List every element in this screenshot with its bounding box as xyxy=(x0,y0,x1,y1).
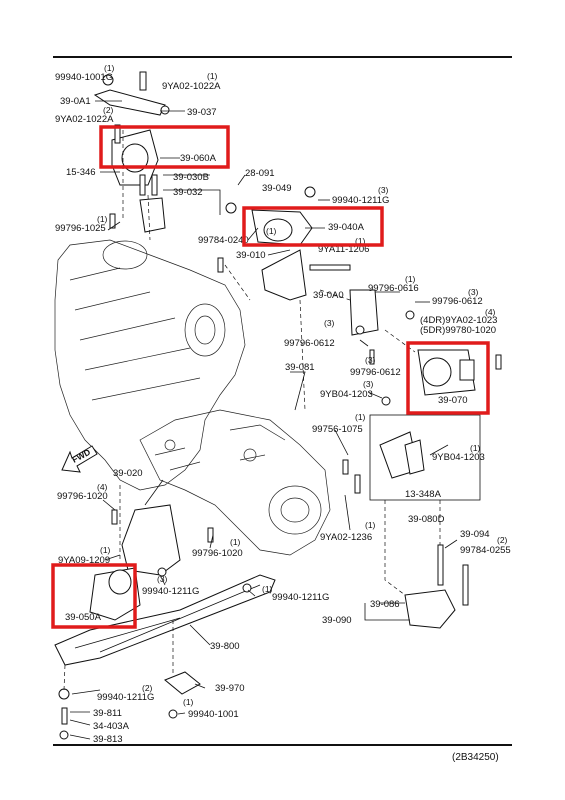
label-qty: (3) xyxy=(324,318,335,328)
lower-left-mount-drawing xyxy=(89,504,181,621)
label-qty: (1) xyxy=(470,443,481,453)
bracket-39-090-drawing xyxy=(404,544,469,629)
label-part-number: 99796-0616 xyxy=(368,283,419,294)
label-part-number: 39-049 xyxy=(262,183,292,194)
label-part-number: 99796-0612 xyxy=(284,338,335,349)
label-part-number: 39-811 xyxy=(93,708,122,719)
label-qty: (1) xyxy=(97,214,108,224)
label-qty: (1) xyxy=(365,520,376,530)
label-part-number: 39-010 xyxy=(236,250,266,261)
label-qty: (1) xyxy=(230,537,241,547)
label-part-number: 9YB04-1203 xyxy=(320,389,373,400)
label-part-number: 13-348A xyxy=(405,489,442,500)
label-qty: (3) xyxy=(363,379,374,389)
label-qty: (3) xyxy=(157,574,168,584)
label-qty: (1) xyxy=(207,71,218,81)
label-part-number: 99940-1211G xyxy=(97,692,154,703)
label-part-number: 99940-1211G xyxy=(142,586,199,597)
right-upper-mount-drawing xyxy=(251,186,379,336)
label-part-number: 39-094 xyxy=(460,529,490,540)
highlight-box-39-040A xyxy=(242,206,384,247)
label-qty: (2) xyxy=(142,683,153,693)
label-qty: (1) xyxy=(100,545,111,555)
label-part-number: 99796-1020 xyxy=(192,548,243,559)
label-qty: (3) xyxy=(468,287,479,297)
label-part-number: 39-037 xyxy=(187,107,217,118)
label-part-number: 39-081 xyxy=(285,362,315,373)
label-qty: (3) xyxy=(378,185,389,195)
label-part-number: (4DR)9YA02-1023 xyxy=(420,315,497,326)
label-part-number: 99940-1211G xyxy=(332,195,389,206)
leader-lines xyxy=(69,100,458,740)
label-qty: (1) xyxy=(262,584,273,594)
bracket-39-080D-box xyxy=(369,414,481,501)
label-part-number: 39-800 xyxy=(210,641,240,652)
label-part-number: 9YA02-1022A xyxy=(55,114,114,125)
label-part-number: 9YA02-1236 xyxy=(320,532,372,543)
highlight-box-39-050A xyxy=(51,563,137,629)
label-part-number: 28-091 xyxy=(245,168,275,179)
engine-block-drawing xyxy=(54,239,331,556)
label-qty: (4) xyxy=(97,482,108,492)
label-part-number: 15-346 xyxy=(66,167,96,178)
fasteners xyxy=(58,213,502,740)
label-part-number-highlighted: 39-050A xyxy=(65,612,102,623)
label-part-number: 99940-1211G xyxy=(272,592,329,603)
label-part-number: 39-0A1 xyxy=(60,96,91,107)
label-qty: (2) xyxy=(103,105,114,115)
label-qty: (1) xyxy=(405,274,416,284)
highlight-boxes xyxy=(51,125,490,629)
label-part-number: 9YA09-1209 xyxy=(58,555,110,566)
diagram-reference-code: (2B34250) xyxy=(452,752,499,763)
label-qty: (1) xyxy=(183,697,194,707)
label-part-number-highlighted: 39-070 xyxy=(438,395,468,406)
label-part-number: 99796-1025 xyxy=(55,223,106,234)
label-qty: (3) xyxy=(365,355,376,365)
label-part-number: 99940-1001G xyxy=(55,72,113,83)
label-part-number: 39-030B xyxy=(173,172,209,183)
part-labels: (1) 99940-1001G (1) 9YA02-1022A 39-0A1 3… xyxy=(55,63,511,763)
label-part-number-highlighted: 39-060A xyxy=(180,153,217,164)
label-qty: (1) xyxy=(355,236,366,246)
label-part-number: 34-403A xyxy=(93,721,130,732)
label-part-number: 9YA11-1206 xyxy=(318,244,369,255)
label-part-number: 39-0A0 xyxy=(313,290,344,301)
upper-left-mount-drawing xyxy=(93,71,237,233)
label-part-number: 99784-0240 xyxy=(198,235,249,246)
label-part-number: 99940-1001 xyxy=(188,709,239,720)
label-part-number: 9YB04-1203 xyxy=(432,452,485,463)
label-part-number: 39-086 xyxy=(370,599,400,610)
label-qty: (4) xyxy=(485,307,496,317)
assembly-dashed-lines xyxy=(63,130,441,691)
highlight-box-39-070 xyxy=(406,341,490,415)
label-part-number: 9YA02-1022A xyxy=(162,81,221,92)
crossmember-39-800-drawing xyxy=(54,574,276,695)
label-part-number: 99796-0612 xyxy=(432,296,483,307)
fwd-arrow-icon: FWD xyxy=(61,445,98,473)
label-qty: (1) xyxy=(266,226,277,236)
bracket-39-080D-drawing xyxy=(379,431,425,479)
label-part-number: 99784-0255 xyxy=(460,545,511,556)
label-qty: (1) xyxy=(355,412,366,422)
highlight-box-39-060A xyxy=(99,125,230,169)
label-part-number: 39-080D xyxy=(408,514,445,525)
label-part-number: 39-032 xyxy=(173,187,203,198)
label-part-number: 99796-1020 xyxy=(57,491,108,502)
label-part-number: 39-970 xyxy=(215,683,245,694)
label-qty: (2) xyxy=(497,535,508,545)
label-part-number: 39-090 xyxy=(322,615,352,626)
label-part-number-highlighted: 39-040A xyxy=(328,222,365,233)
label-part-number: (5DR)99780-1020 xyxy=(420,325,496,336)
label-part-number: 99756-1075 xyxy=(312,424,363,435)
mount-39-070-drawing xyxy=(417,349,476,396)
label-part-number: 99796-0612 xyxy=(350,367,401,378)
label-part-number: 39-020 xyxy=(113,468,143,479)
label-qty: (1) xyxy=(104,63,115,73)
label-part-number: 39-813 xyxy=(93,734,123,745)
